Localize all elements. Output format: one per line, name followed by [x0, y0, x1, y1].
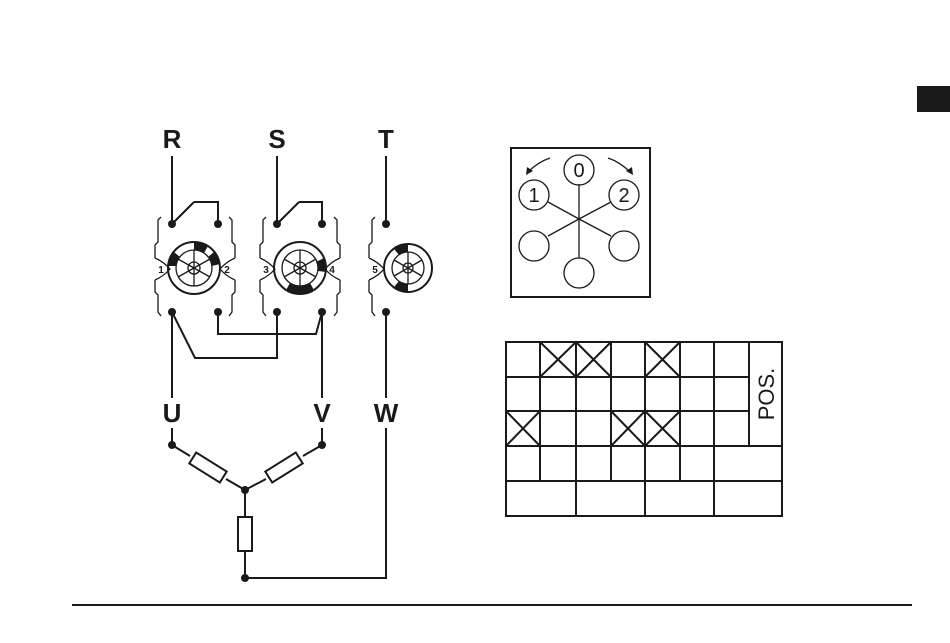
terminal-dots	[168, 220, 390, 316]
switch-module-3: 5	[369, 217, 432, 316]
terminal-2-label: 2	[224, 265, 230, 276]
label-r: R	[163, 124, 182, 154]
label-s: S	[268, 124, 285, 154]
label-v: V	[313, 398, 331, 428]
selector-dial: 0 1 2	[511, 148, 650, 297]
resistor-w	[238, 517, 252, 551]
resistor-u	[189, 452, 226, 482]
switch-module-1: 1 2	[155, 217, 235, 316]
terminal-5-label: 5	[372, 265, 378, 276]
selector-position-1: 1	[528, 185, 539, 207]
incoming-lines	[172, 156, 386, 224]
star-resistor-network	[168, 441, 326, 582]
resistor-v	[265, 452, 302, 482]
table-header-pos: POS.	[754, 368, 779, 421]
label-t: T	[378, 124, 394, 154]
terminal-3-label: 3	[263, 265, 269, 276]
terminal-4-label: 4	[329, 265, 335, 276]
page-tab-marker	[917, 86, 950, 112]
switch-module-2: 3 4	[260, 217, 340, 316]
label-w: W	[374, 398, 399, 428]
selector-position-2: 2	[618, 185, 629, 207]
label-u: U	[163, 398, 182, 428]
selector-position-0: 0	[573, 160, 584, 182]
terminal-1-label: 1	[158, 265, 164, 276]
position-table: POS.	[506, 342, 782, 516]
output-wiring	[172, 312, 386, 578]
